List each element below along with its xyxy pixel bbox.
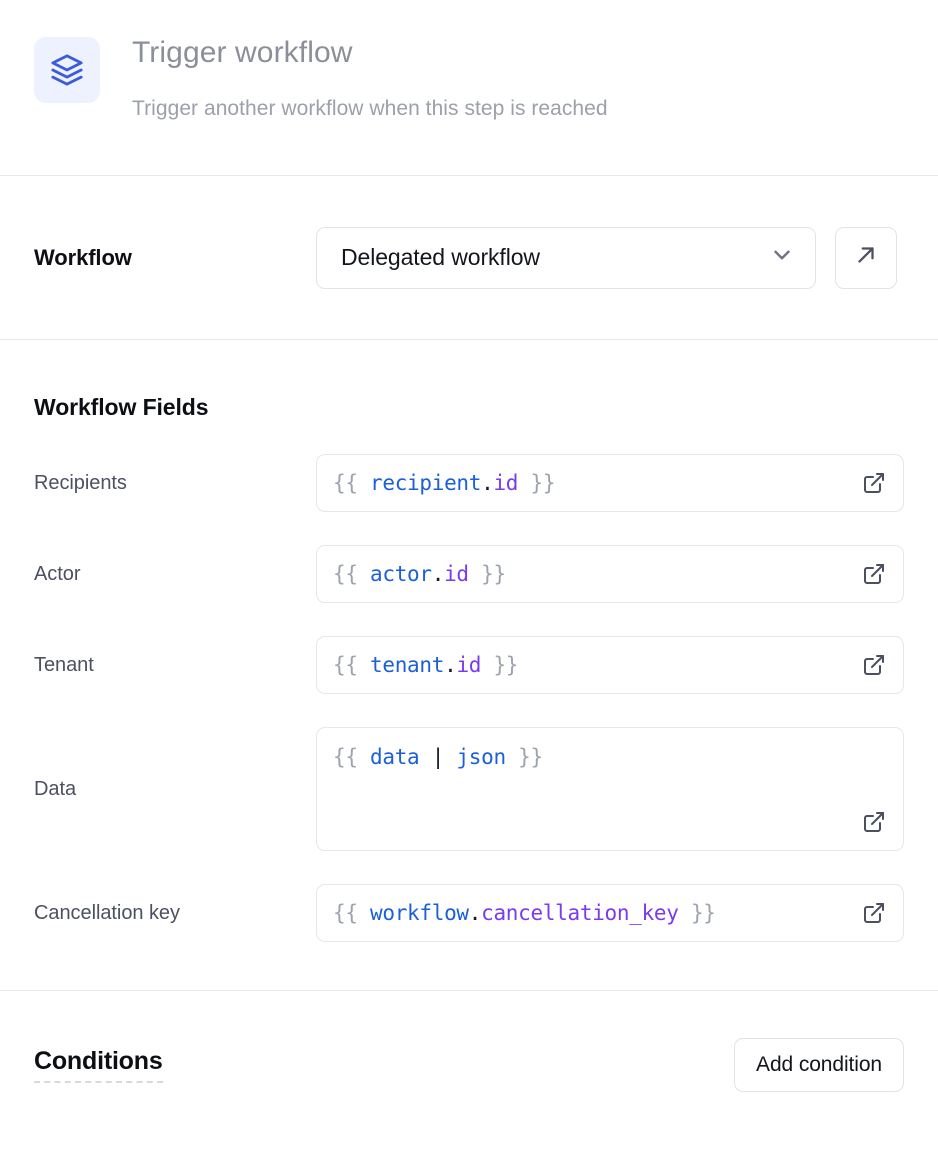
field-label-actor: Actor [34,562,81,585]
external-link-icon[interactable] [859,898,889,928]
external-link-icon[interactable] [859,807,889,837]
arrow-up-right-icon [853,242,879,273]
page-title: Trigger workflow [132,36,353,69]
data-input-value: {{ data | json }} [333,745,543,769]
field-label-recipients: Recipients [34,471,127,494]
conditions-title: Conditions [34,1047,163,1083]
header-text-group: Trigger workflow Trigger another workflo… [132,32,608,122]
field-row: Data {{ data | json }} [34,727,904,851]
cancellation-key-input-value: {{ workflow.cancellation_key }} [333,900,716,925]
external-link-icon[interactable] [859,559,889,589]
chevron-down-icon [769,242,795,273]
recipients-input[interactable]: {{ recipient.id }} [316,454,904,512]
field-row: Tenant {{ tenant.id }} [34,636,904,694]
actor-input[interactable]: {{ actor.id }} [316,545,904,603]
tenant-input[interactable]: {{ tenant.id }} [316,636,904,694]
data-input[interactable]: {{ data | json }} [316,727,904,851]
external-link-icon[interactable] [859,650,889,680]
workflow-select[interactable]: Delegated workflow [316,226,816,289]
external-link-icon[interactable] [859,468,889,498]
field-row: Cancellation key {{ workflow.cancellatio… [34,884,904,942]
workflow-fields-heading: Workflow Fields [34,394,209,420]
field-label-tenant: Tenant [34,653,94,676]
workflow-fields-section: Workflow Fields Recipients {{ recipient.… [0,340,938,991]
field-label-data: Data [34,777,77,800]
workflow-section: Workflow Delegated workflow [0,176,938,340]
open-workflow-button[interactable] [835,226,897,289]
cancellation-key-input[interactable]: {{ workflow.cancellation_key }} [316,884,904,942]
workflow-label: Workflow [34,244,132,270]
add-condition-button[interactable]: Add condition [734,1038,904,1092]
field-row: Actor {{ actor.id }} [34,545,904,603]
page-subtitle: Trigger another workflow when this step … [132,96,608,120]
field-label-cancellation-key: Cancellation key [34,901,180,924]
workflow-select-value: Delegated workflow [341,244,540,270]
panel-header: Trigger workflow Trigger another workflo… [0,0,938,176]
tenant-input-value: {{ tenant.id }} [333,652,519,677]
recipients-input-value: {{ recipient.id }} [333,470,556,495]
conditions-section: Conditions Add condition [0,991,938,1139]
actor-input-value: {{ actor.id }} [333,561,506,586]
field-row: Recipients {{ recipient.id }} [34,454,904,512]
layers-icon [34,37,100,103]
